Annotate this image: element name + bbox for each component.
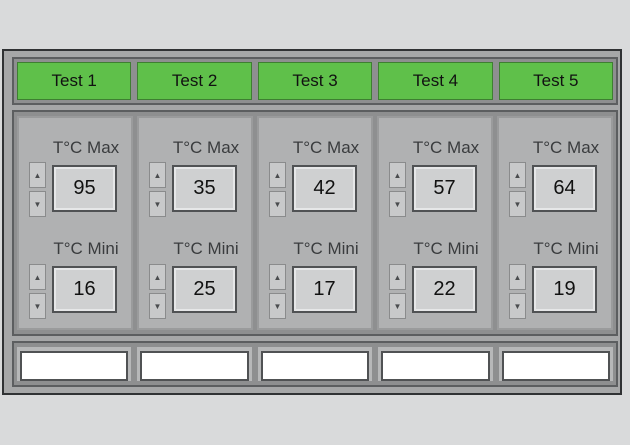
footer-slot-2 bbox=[137, 347, 252, 381]
increment-up-icon[interactable]: ▲ bbox=[389, 264, 406, 290]
min-temp-spinner: ▲ ▼ bbox=[149, 264, 166, 322]
decrement-down-icon[interactable]: ▼ bbox=[29, 293, 46, 319]
max-temp-spinner: ▲ ▼ bbox=[29, 162, 46, 220]
max-temp-spinner: ▲ ▼ bbox=[269, 162, 286, 220]
max-temp-field[interactable]: 95 bbox=[52, 165, 117, 212]
min-temp-label: T°C Mini bbox=[533, 239, 599, 258]
decrement-down-icon[interactable]: ▼ bbox=[149, 191, 166, 217]
min-temp-spinner: ▲ ▼ bbox=[389, 264, 406, 322]
max-temp-label: T°C Max bbox=[292, 138, 360, 157]
test-2-footer-field[interactable] bbox=[140, 351, 249, 381]
decrement-down-icon[interactable]: ▼ bbox=[389, 191, 406, 217]
min-temp-field[interactable]: 22 bbox=[412, 266, 477, 313]
max-temp-label: T°C Max bbox=[52, 138, 120, 157]
max-temp-field[interactable]: 64 bbox=[532, 165, 597, 212]
test-3-column: T°C Max ▲ ▼ 42 T°C Mini ▲ ▼ 17 bbox=[257, 116, 373, 330]
test-1-footer-field[interactable] bbox=[20, 351, 129, 381]
min-temp-field[interactable]: 19 bbox=[532, 266, 597, 313]
increment-up-icon[interactable]: ▲ bbox=[29, 162, 46, 188]
max-temp-label: T°C Max bbox=[172, 138, 240, 157]
increment-up-icon[interactable]: ▲ bbox=[29, 264, 46, 290]
min-temp-label: T°C Mini bbox=[173, 239, 239, 258]
tab-test-1[interactable]: Test 1 bbox=[17, 62, 132, 100]
min-temp-label: T°C Mini bbox=[413, 239, 479, 258]
test-5-footer-field[interactable] bbox=[501, 351, 611, 381]
max-temp-spinner: ▲ ▼ bbox=[149, 162, 166, 220]
test-4-footer-field[interactable] bbox=[381, 351, 490, 381]
increment-up-icon[interactable]: ▲ bbox=[509, 162, 526, 188]
min-temp-label: T°C Mini bbox=[53, 239, 119, 258]
min-temp-field[interactable]: 16 bbox=[52, 266, 117, 313]
tab-test-4[interactable]: Test 4 bbox=[378, 62, 493, 100]
max-temp-field[interactable]: 57 bbox=[412, 165, 477, 212]
tab-test-2[interactable]: Test 2 bbox=[137, 62, 252, 100]
test-2-column: T°C Max ▲ ▼ 35 T°C Mini ▲ ▼ 25 bbox=[137, 116, 253, 330]
test-1-column: T°C Max ▲ ▼ 95 T°C Mini ▲ ▼ 16 bbox=[17, 116, 133, 330]
max-temp-label: T°C Max bbox=[412, 138, 480, 157]
max-temp-field[interactable]: 35 bbox=[172, 165, 237, 212]
decrement-down-icon[interactable]: ▼ bbox=[509, 293, 526, 319]
min-temp-field[interactable]: 17 bbox=[292, 266, 357, 313]
increment-up-icon[interactable]: ▲ bbox=[269, 264, 286, 290]
min-temp-spinner: ▲ ▼ bbox=[269, 264, 286, 322]
temperature-settings: T°C Max ▲ ▼ 95 T°C Mini ▲ ▼ 16 T°C Max ▲… bbox=[12, 110, 618, 336]
decrement-down-icon[interactable]: ▼ bbox=[389, 293, 406, 319]
max-temp-field[interactable]: 42 bbox=[292, 165, 357, 212]
increment-up-icon[interactable]: ▲ bbox=[269, 162, 286, 188]
footer-slot-5 bbox=[498, 347, 614, 381]
test-5-column: T°C Max ▲ ▼ 64 T°C Mini ▲ ▼ 19 bbox=[497, 116, 613, 330]
max-temp-spinner: ▲ ▼ bbox=[389, 162, 406, 220]
max-temp-spinner: ▲ ▼ bbox=[509, 162, 526, 220]
test-3-footer-field[interactable] bbox=[260, 351, 370, 381]
decrement-down-icon[interactable]: ▼ bbox=[269, 293, 286, 319]
max-temp-label: T°C Max bbox=[532, 138, 600, 157]
increment-up-icon[interactable]: ▲ bbox=[389, 162, 406, 188]
min-temp-label: T°C Mini bbox=[293, 239, 359, 258]
test-panel: Test 1 Test 2 Test 3 Test 4 Test 5 T°C M… bbox=[2, 49, 622, 395]
footer-fields bbox=[12, 341, 618, 387]
decrement-down-icon[interactable]: ▼ bbox=[149, 293, 166, 319]
min-temp-spinner: ▲ ▼ bbox=[29, 264, 46, 322]
test-4-column: T°C Max ▲ ▼ 57 T°C Mini ▲ ▼ 22 bbox=[377, 116, 493, 330]
increment-up-icon[interactable]: ▲ bbox=[149, 162, 166, 188]
footer-slot-3 bbox=[257, 347, 373, 381]
decrement-down-icon[interactable]: ▼ bbox=[269, 191, 286, 217]
min-temp-field[interactable]: 25 bbox=[172, 266, 237, 313]
decrement-down-icon[interactable]: ▼ bbox=[509, 191, 526, 217]
increment-up-icon[interactable]: ▲ bbox=[149, 264, 166, 290]
footer-slot-4 bbox=[378, 347, 493, 381]
increment-up-icon[interactable]: ▲ bbox=[509, 264, 526, 290]
footer-slot-1 bbox=[17, 347, 132, 381]
decrement-down-icon[interactable]: ▼ bbox=[29, 191, 46, 217]
test-tabs: Test 1 Test 2 Test 3 Test 4 Test 5 bbox=[12, 57, 618, 105]
tab-test-5[interactable]: Test 5 bbox=[498, 62, 614, 100]
tab-test-3[interactable]: Test 3 bbox=[257, 62, 373, 100]
min-temp-spinner: ▲ ▼ bbox=[509, 264, 526, 322]
